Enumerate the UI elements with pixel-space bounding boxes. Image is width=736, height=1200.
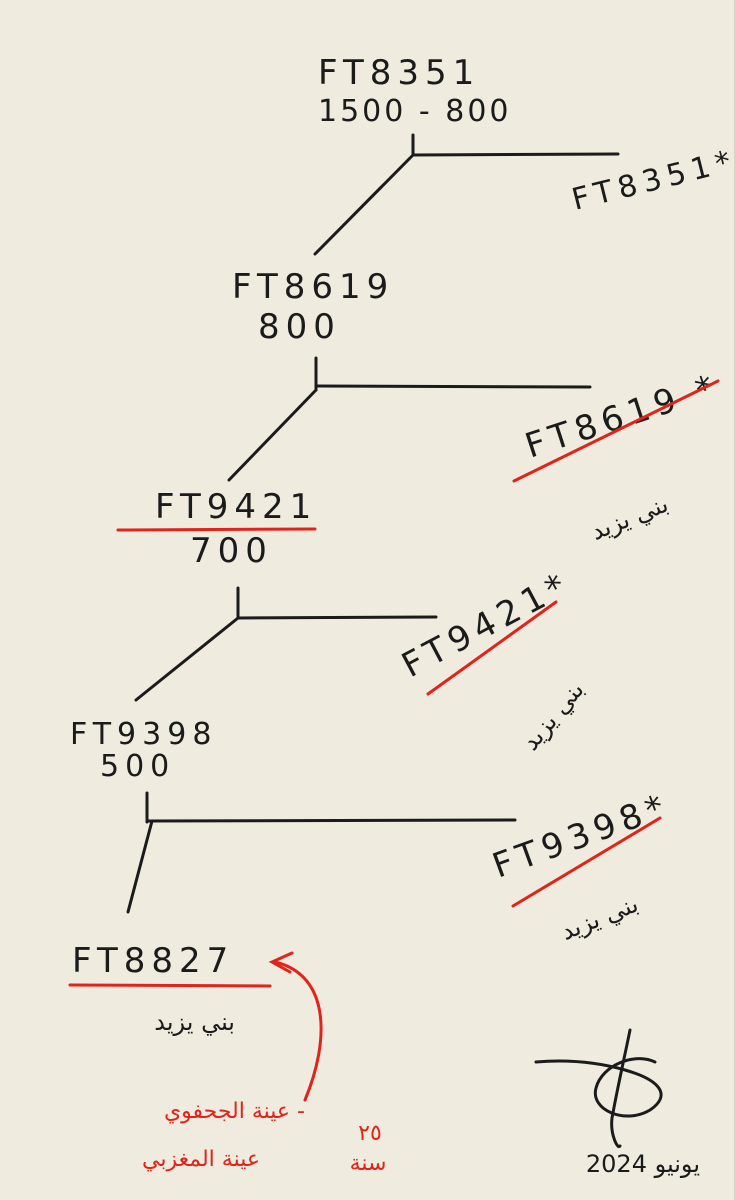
node-ft8827-underline [68, 983, 272, 988]
branch-ft9398s-tribe: بني يزيد [557, 890, 642, 946]
leaf-tribe: بني يزيد [154, 1008, 235, 1036]
node-ft9398-value: 500 [100, 749, 175, 784]
annotation-sample2: عينة المغزبي [142, 1147, 260, 1172]
branch-ft8619s-code: FT8619 * [520, 366, 725, 466]
signature [534, 1028, 663, 1149]
node-ft9421-underline [116, 527, 317, 532]
node-ft8351-value: 1500 - 800 [318, 94, 512, 129]
split-ft9421 [134, 586, 438, 702]
branch-ft9421s-code: FT9421* [395, 564, 577, 686]
split-ft8619 [227, 356, 592, 482]
node-ft8351-code: FT8351 [318, 53, 480, 93]
annotation-years-word: سنة [350, 1151, 387, 1176]
branch-ft9421s-tribe: بني يزيد [516, 676, 589, 756]
annotation-years-number: ٢٥ [358, 1121, 382, 1146]
node-ft9398-code: FT9398 [70, 717, 217, 752]
branch-ft8619s-tribe: بني يزيد [587, 490, 672, 546]
node-ft9421-value: 700 [190, 531, 273, 571]
branch-ft9398s-underline [511, 816, 662, 908]
split-ft9398 [126, 791, 517, 914]
red-arrow [268, 951, 323, 1102]
branch-ft9421s-underline [426, 600, 558, 696]
node-ft8619-code: FT8619 [232, 267, 394, 307]
date-text: يونيو 2024 [586, 1150, 700, 1178]
split-ft8351 [313, 133, 620, 256]
annotation-sample1: عينة الجحفوي - [164, 1099, 305, 1124]
node-ft9421-code: FT9421 [155, 487, 317, 527]
node-ft8619-value: 800 [258, 307, 341, 347]
node-ft8827-code: FT8827 [72, 941, 234, 981]
branch-ft8619s-underline [512, 379, 720, 483]
branch-ft9398s-code: FT9398* [487, 786, 675, 887]
